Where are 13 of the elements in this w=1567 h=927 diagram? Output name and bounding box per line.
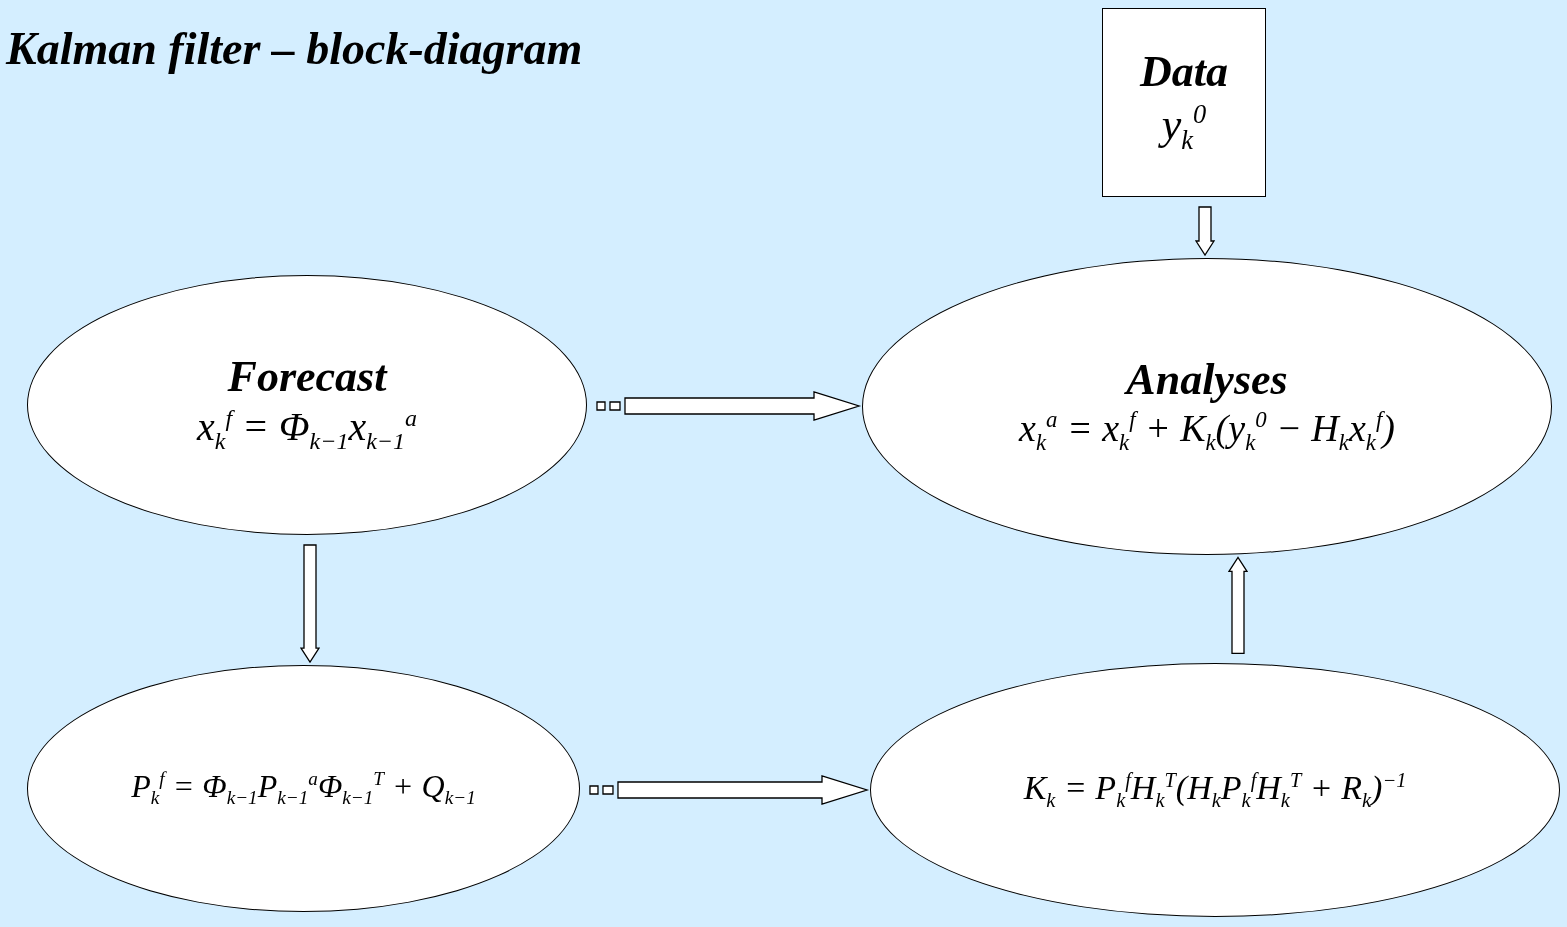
node-heading: Forecast: [227, 352, 387, 402]
block-arrow: [1194, 206, 1216, 257]
node-heading: Analyses: [1126, 355, 1288, 405]
block-arrow: [589, 775, 870, 805]
data-box: [1102, 8, 1266, 197]
block-arrow: [596, 391, 862, 421]
block-arrow: [1227, 556, 1249, 654]
formula: P$_{k}$$^{f}$ = Φ$_{k−1}$P$_{k−1}$$^{a}$Φ$_{k−1}$$^{T}$ + Q$_{k−1}$: [131, 766, 476, 811]
formula: K$_{k}$ = P$_{k}$$^{f}$H$_{k}$$^{T}$(H$_{k}$P$_{k}$$^{f}$H$_{k}$$^{T}$ + R$_{k}$)$^{−1}$: [1023, 768, 1407, 814]
node-heading: Data: [1140, 47, 1228, 97]
formula: x$_{k}$$^{a}$ = x$_{k}$$^{f}$ + K$_{k}$(y$_{k}$$^{0}$ − H$_{k}$x$_{k}$$^{f}$): [1019, 406, 1395, 457]
block-arrow: [299, 544, 321, 664]
diagram-title: Kalman filter – block-diagram: [6, 22, 583, 75]
